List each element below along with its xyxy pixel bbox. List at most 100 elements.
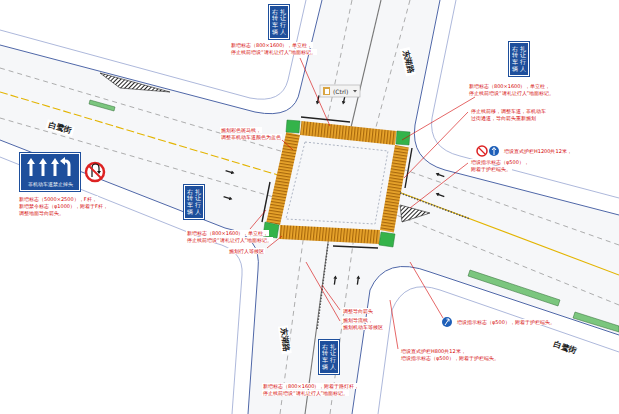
paste-button [320,85,360,97]
sidewalk-line [378,287,619,414]
callout-note: 新增禁令标志（φ1000），附着于F杆， [18,203,109,209]
prohibition-sign [86,146,487,181]
callout-note: 新增标志（800×1600），单立柱， [186,230,269,236]
callout-note: 新增标志（800×1600），单立柱， [230,42,313,48]
stop-line [262,117,412,248]
lane-line [324,0,352,137]
sidewalk-line [432,0,619,198]
prohibition-sign [477,146,487,156]
leader-line [402,97,475,140]
leader-line [250,210,266,229]
guardrail [317,244,328,330]
green-belt [573,312,619,332]
callout-note: 停止线前增设“请礼让行人”地面标记。 [468,90,555,96]
callout-note: 增设指示标志（φ500），附着于护栏端头。 [400,355,500,361]
callout-note: 施划行人等候区 [228,248,265,254]
green-belt [468,270,560,306]
waiting-area [379,232,395,247]
sign-text: 非机动车道禁止掉头 [23,181,77,187]
callout-note: 调整非机动车道颜色为蓝色 [220,134,282,140]
paste-button [323,87,330,95]
callout-note: 新增标志（800×1600），附着于路灯杆， [262,383,360,389]
warning-sign: 右转车辆礼让行人 [184,185,204,219]
callout-note: 增设直式护栏H800共12米， [400,348,467,354]
crosswalk [266,121,409,244]
callout-note: 增设指示标志（φ500）， [470,159,530,165]
sign-arrow [60,157,65,165]
leader-line [410,163,468,208]
leader-line [410,262,443,318]
sign-arrow [27,158,35,176]
crosswalk [279,225,380,244]
sign-arrow [51,158,59,176]
curb-line [414,0,619,215]
callout-note: 施划彩色斑马线， [220,127,262,133]
sign-text: 右转车辆 [187,189,193,215]
lane-line [391,165,619,245]
paste-button [353,90,357,93]
leader-line [404,112,468,178]
lane-arrow [435,171,445,178]
mandatory-sign [489,146,499,156]
lane-arrow [332,275,337,285]
leader-line [250,58,475,349]
intersection-box [286,142,388,224]
guardrail [400,193,470,219]
paste-button [325,89,329,94]
waiting-area [286,120,300,133]
hatched-island [400,205,430,222]
callout-note: 过街通道，导向箭头重新施划 [470,115,537,121]
mandatory-sign [445,319,449,325]
lane-line [0,118,284,200]
sign-text: 右转车辆 [512,46,518,72]
callout-note: 停止线前移，调整车道，非机动车 [470,108,547,114]
mandatory-sign [442,146,499,327]
sign-arrow [39,158,47,176]
callout-note: 停止线前增设“请礼让行人”地面标记。 [230,49,317,55]
intersection-box [286,142,388,224]
sign-arrows [21,154,79,180]
sign-text: 礼让行人 [195,189,201,215]
lane-arrow [223,95,445,285]
button-caption: (Ctrl) [333,88,348,95]
lane-arrow [355,275,360,285]
center-line [0,92,288,178]
curb-line [352,266,619,414]
lane-arrow [223,195,233,201]
curb-line [0,0,322,114]
hatched-island [100,73,170,92]
leader-line [390,300,398,349]
green-belt [89,100,619,332]
lane-arrow [225,169,235,175]
stop-line [301,117,350,122]
leader-line [282,140,293,150]
leader-line [306,262,340,321]
prohibition-sign [86,163,104,181]
prohibition-sign [89,166,101,178]
lane-arrow [435,191,445,198]
callout-note: 增设直式护栏H1200共12米， [503,148,573,154]
warning-sign: 右转车辆礼让行人 [319,340,339,374]
lane-line [0,68,294,155]
mandatory-sign [492,148,496,156]
prohibition-sign [479,148,485,154]
callout-note: 施划机动车等候区 [342,324,384,330]
callout-note: 新增标志（800×1600），单立柱， [468,83,551,89]
callout-note: 调整地面导向箭头。 [18,210,65,216]
center-line [388,188,619,275]
green-belt [89,100,115,111]
crosswalk [266,132,300,225]
guide-sign: 非机动车道禁止掉头 [20,153,80,191]
callout-note: 停止线前增设“请礼让行人”地面标记。 [186,237,273,243]
mandatory-sign [442,317,452,327]
callout-note: 附着于护栏端头。 [470,166,512,172]
leader-line [322,285,340,310]
sidewalk-line [0,157,242,414]
